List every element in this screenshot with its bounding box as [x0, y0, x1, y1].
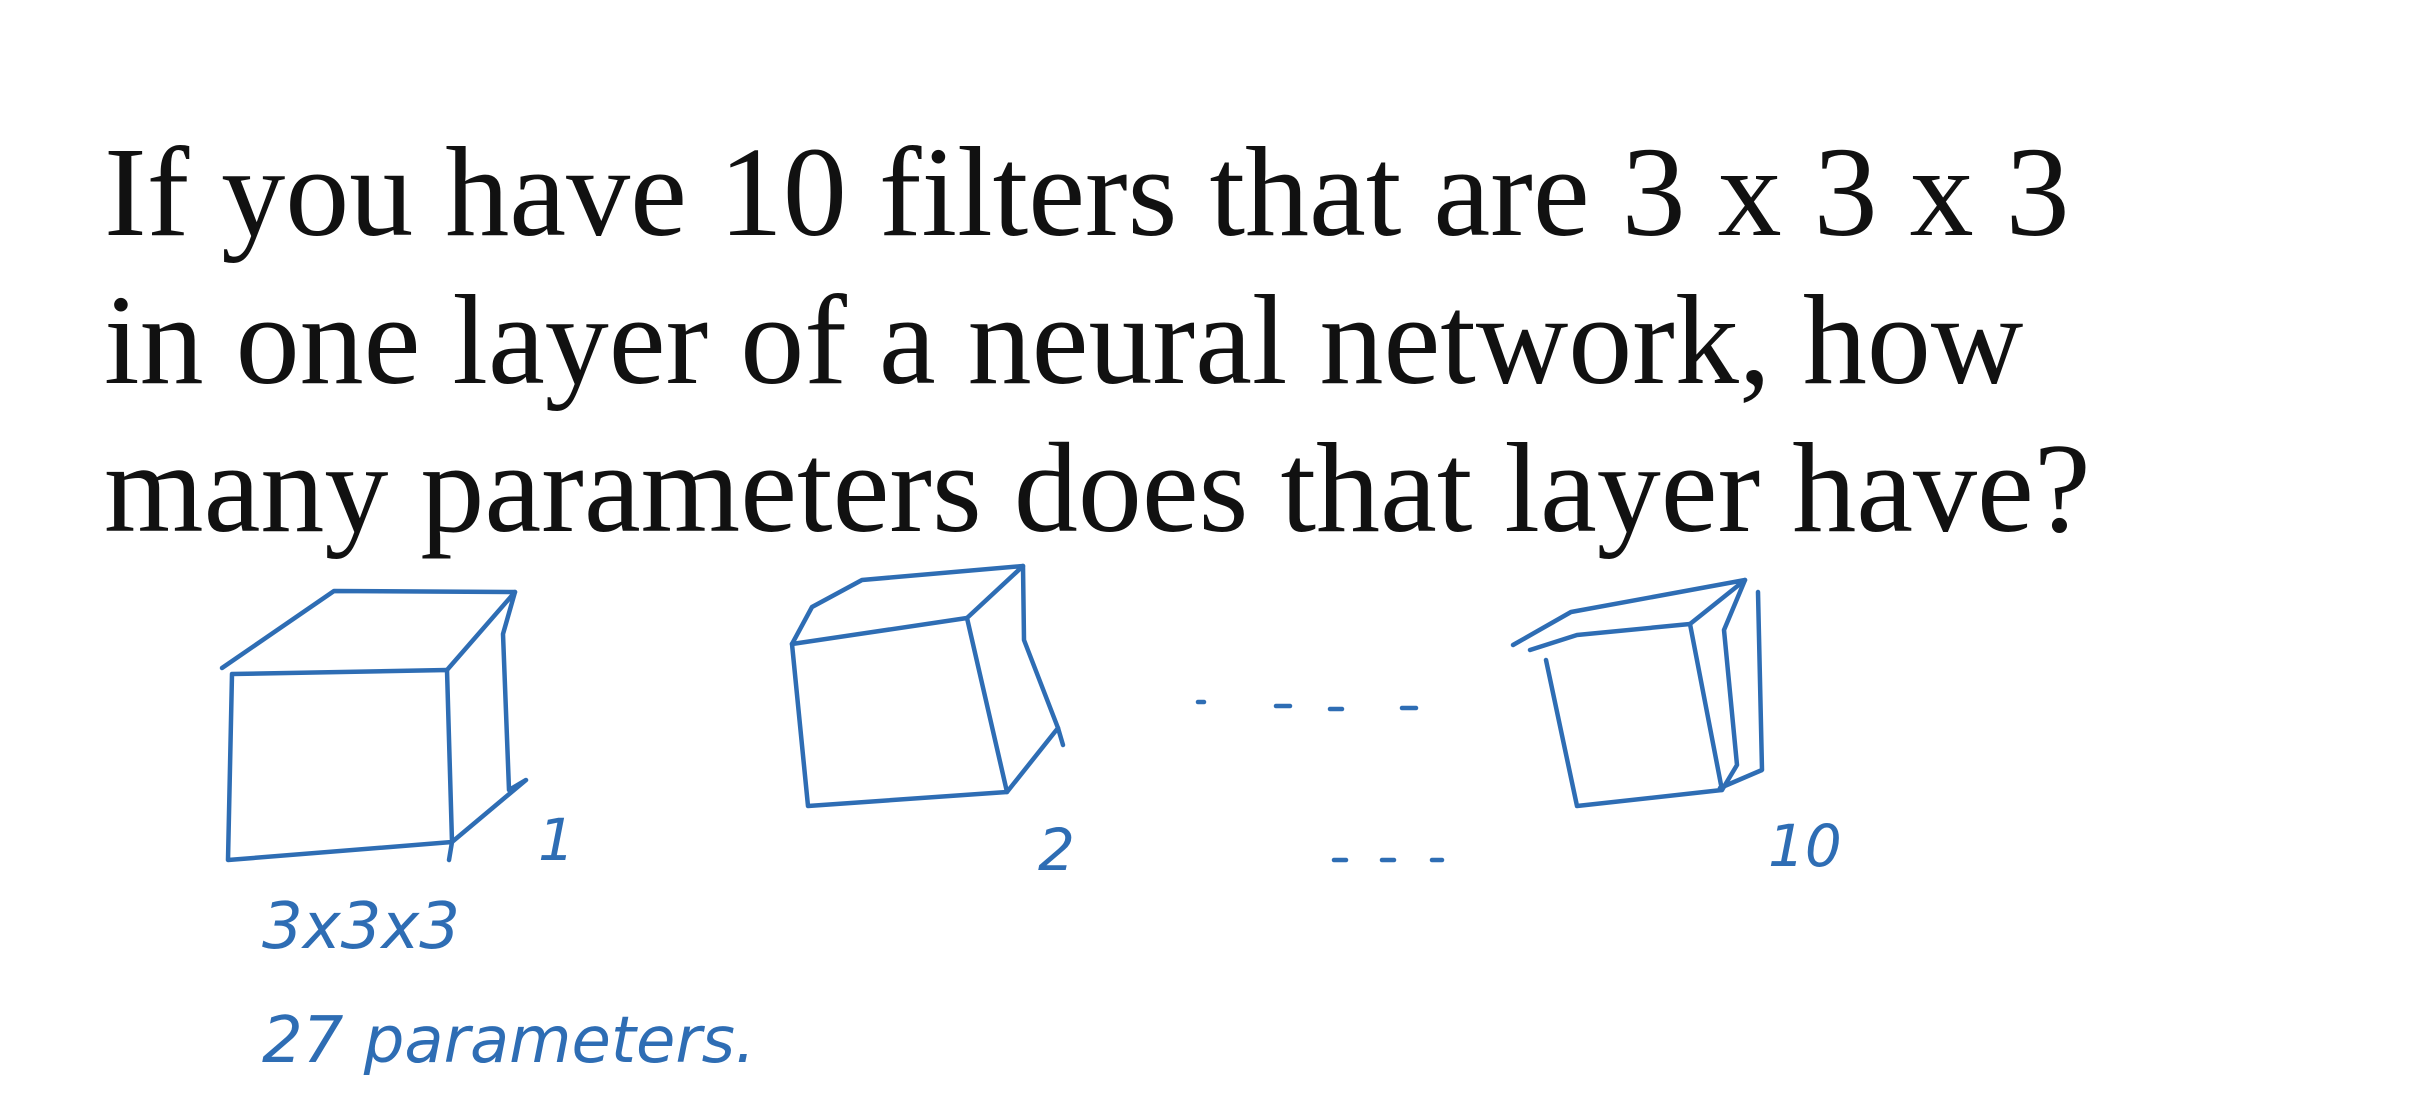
filter-size-note: 3x3x3: [262, 890, 460, 964]
question-line-3: many parameters does that layer have?: [104, 417, 2091, 559]
filter-cube-1: [219, 588, 529, 863]
filter-label-2: 2: [1038, 816, 1075, 884]
filter-cube-10: [1510, 577, 1765, 809]
question-line-1: If you have 10 filters that are 3 x 3 x …: [104, 121, 2070, 263]
filter-label-1: 1: [538, 806, 575, 874]
filter-label-10: 10: [1768, 812, 1842, 880]
param-count-note: 27 parameters.: [262, 1004, 755, 1078]
ellipsis-dots: [1195, 699, 1445, 863]
filter-cube-2: [789, 563, 1066, 809]
question-line-2: in one layer of a neural network, how: [104, 269, 2024, 411]
question-text: If you have 10 filters that are 3 x 3 x …: [104, 118, 2384, 562]
